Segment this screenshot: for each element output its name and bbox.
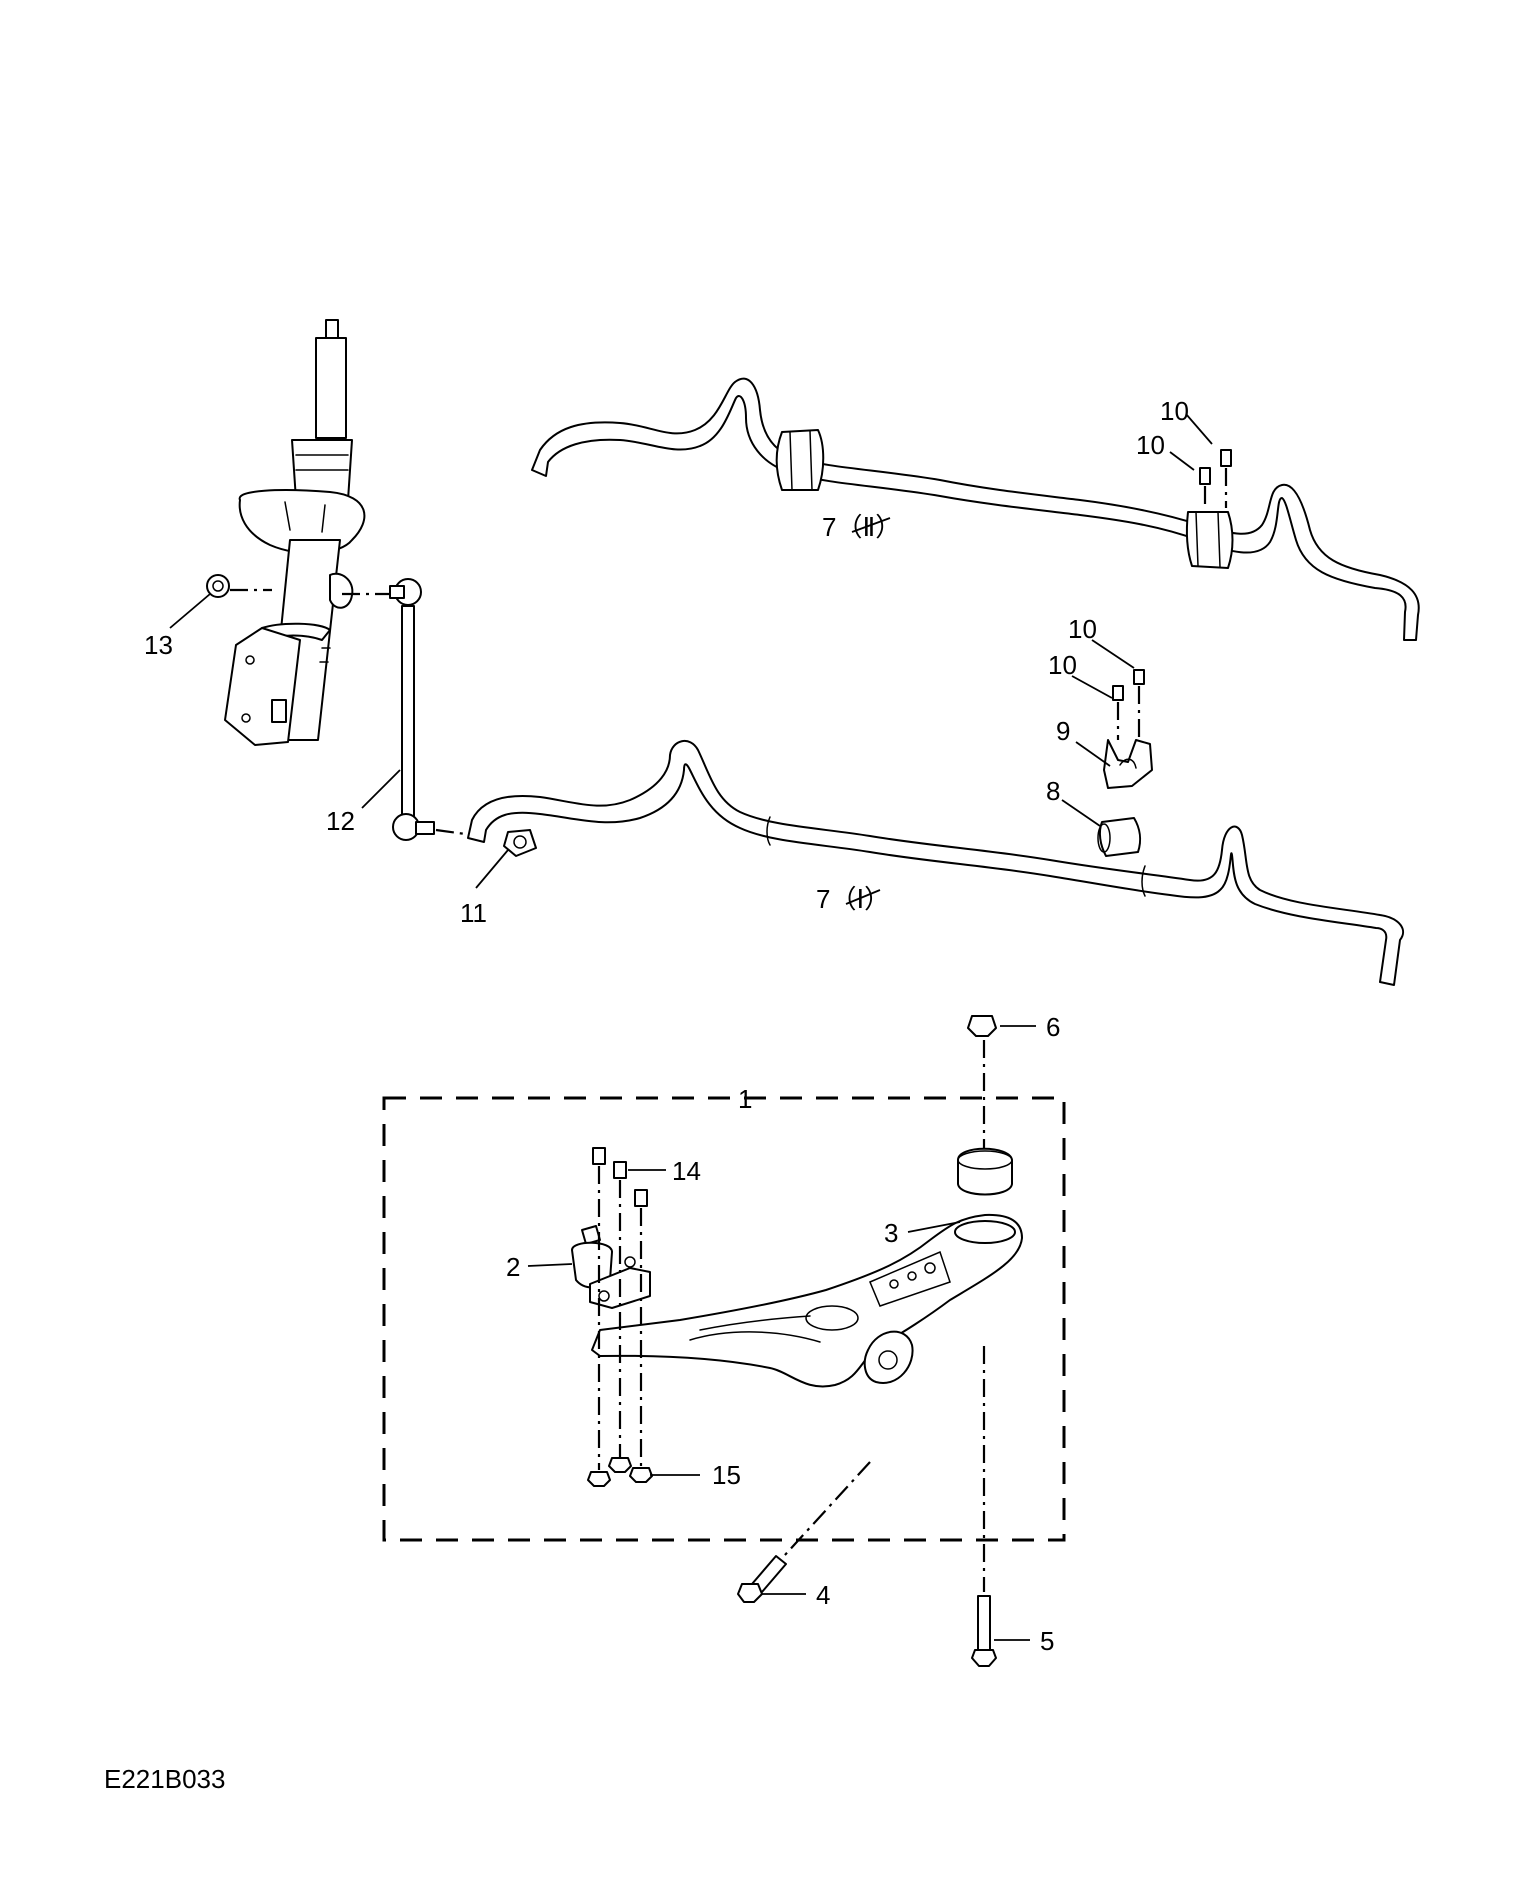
bushing-upper [957,1147,1013,1196]
bushing-8 [1097,817,1142,857]
bolts-10-lower [1112,669,1145,742]
callout-2: 2 [506,1252,520,1282]
leader-lines [169,413,1213,1641]
callout-12: 12 [326,806,355,836]
bolts-14 [592,1147,648,1470]
callout-4: 4 [816,1580,830,1610]
callout-7-II: 7（Ⅱ） [822,512,901,542]
ball-joint-2 [571,1225,651,1309]
stabilizer-link-12 [389,578,481,841]
callout-10-c: 10 [1068,614,1097,644]
assembly-1-outline [382,1096,1066,1542]
callout-7-I: 7（Ⅰ） [816,884,890,914]
callout-5: 5 [1040,1626,1054,1656]
bolt-5 [971,1346,997,1667]
strut-assembly [224,319,392,746]
callout-6: 6 [1046,1012,1060,1042]
stabilizer-bar-7-I [467,740,1405,986]
lower-control-arm-3 [591,1213,1023,1388]
nut-11 [503,829,537,857]
callout-8: 8 [1046,776,1060,806]
callout-11: 11 [460,898,487,928]
callout-10-b: 10 [1136,430,1165,460]
nuts-15 [587,1457,653,1487]
nut-13 [206,574,230,598]
callout-9: 9 [1056,716,1070,746]
callout-1: 1 [738,1084,752,1114]
callout-10-d: 10 [1048,650,1077,680]
callout-3: 3 [884,1218,898,1248]
stabilizer-bar-7-II [531,377,1420,641]
callout-14: 14 [672,1156,701,1186]
nut-6 [967,1015,997,1160]
callout-13: 13 [144,630,173,660]
figure-id: E221B033 [104,1764,225,1794]
bracket-9 [1103,739,1153,789]
bolt-4 [737,1461,871,1603]
bolts-10-upper [1199,449,1232,508]
callout-15: 15 [712,1460,741,1490]
callout-10-a: 10 [1160,396,1189,426]
